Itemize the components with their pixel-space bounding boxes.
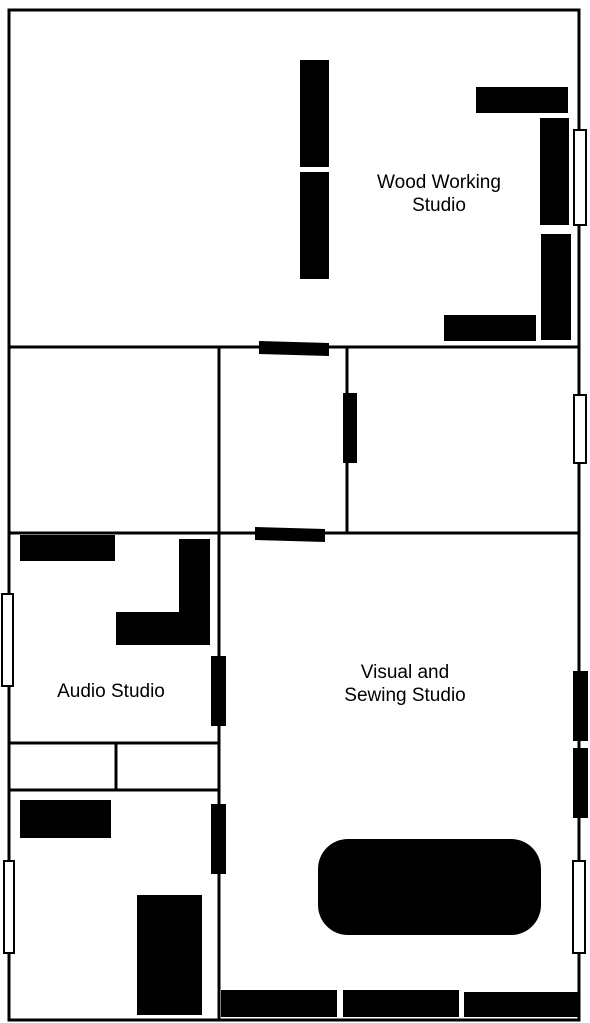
workbench-lower	[300, 172, 329, 279]
label-wood-working-line1: Wood Working	[377, 172, 501, 193]
doors	[211, 341, 588, 874]
audio-l-desk	[116, 539, 210, 645]
lower-room-cabinet	[137, 895, 202, 1015]
door-lower-left-room	[211, 804, 226, 874]
door-visual-studio-top	[255, 527, 325, 542]
shelf-top	[476, 87, 568, 113]
window-visual-studio	[572, 860, 586, 954]
label-visual-sewing-line1: Visual and	[361, 662, 449, 683]
window-lower-left	[3, 860, 15, 954]
sewing-table	[318, 839, 541, 935]
bottom-shelf-2	[343, 990, 459, 1017]
door-right-1	[573, 671, 588, 741]
label-visual-sewing-line2: Sewing Studio	[344, 685, 465, 706]
walls	[7, 8, 581, 1022]
outer-wall	[7, 8, 581, 1022]
cabinet-right-upper	[540, 118, 569, 225]
windows	[1, 129, 587, 954]
door-audio-studio	[211, 656, 226, 726]
shelf-bottom	[444, 315, 536, 341]
lower-room-desk	[20, 800, 111, 838]
door-right-2	[573, 748, 588, 818]
window-audio-studio	[1, 593, 14, 687]
door-hall-right	[343, 393, 357, 463]
label-wood-working-line2: Studio	[412, 195, 466, 216]
bottom-shelf-3	[464, 992, 580, 1017]
cabinet-right-lower	[541, 234, 571, 340]
window-wood-studio	[573, 129, 587, 226]
workbench-upper	[300, 60, 329, 167]
window-middle-right	[573, 394, 587, 464]
door-wood-studio	[259, 341, 329, 356]
label-audio-studio: Audio Studio	[57, 681, 165, 702]
room-labels: Wood Working Studio Audio Studio Visual …	[57, 172, 501, 706]
audio-desk-top	[20, 535, 115, 561]
bottom-shelf-1	[221, 990, 337, 1017]
furniture	[20, 60, 580, 1017]
